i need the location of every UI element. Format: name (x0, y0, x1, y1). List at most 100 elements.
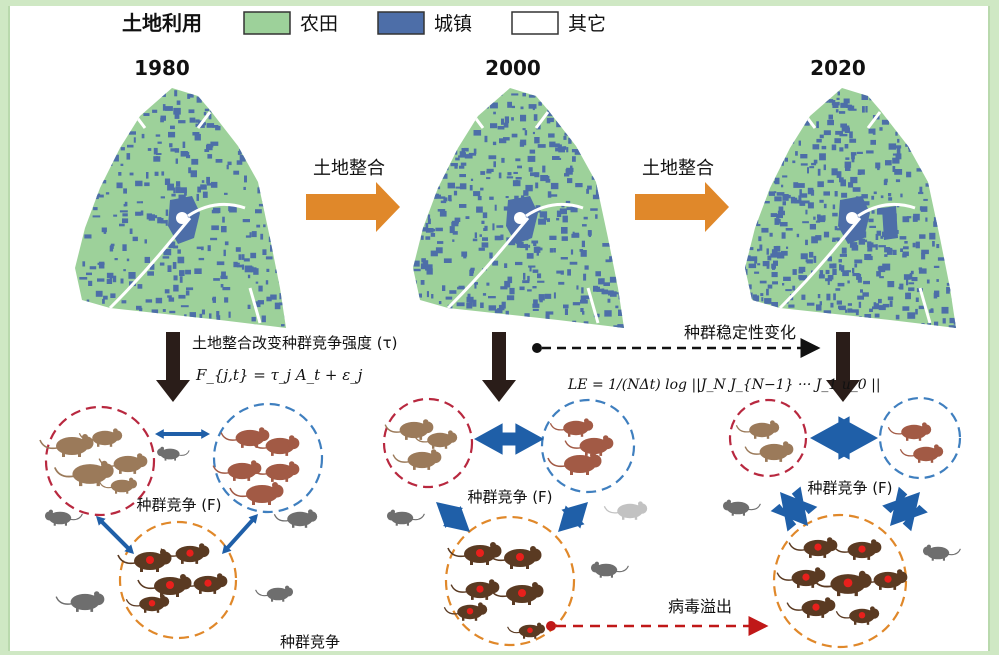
infection-dot (148, 600, 156, 607)
rodent-icon (489, 582, 544, 605)
rodent-icon (549, 418, 594, 437)
legend-swatch-urban (377, 11, 425, 35)
rodent-icon (220, 427, 270, 448)
competition-label-2000: 种群竞争 (F) (467, 488, 552, 506)
species-group-a-circle (728, 398, 808, 478)
land-use-map-2020 (745, 88, 956, 328)
rodent-icon (922, 544, 961, 561)
rodent-icon (835, 606, 880, 625)
interaction-arrow-ac (436, 502, 470, 532)
down-arrow-1980 (156, 332, 190, 402)
infection-dot (884, 575, 892, 583)
infection-dot (814, 543, 822, 551)
rodent-icon (273, 509, 318, 528)
legend-swatch-farmland (243, 11, 291, 35)
species-group-a-circle (44, 405, 156, 517)
stability-label: 种群稳定性变化 (684, 323, 796, 342)
rodent-icon (744, 441, 794, 462)
competition-label-2020: 种群竞争 (F) (807, 479, 892, 497)
competition-network-2020 (722, 396, 962, 649)
lyapunov-formula: LE = 1/(NΔt) log ||J_N J_{N−1} ··· J_1 u… (567, 377, 881, 393)
legend: 土地利用 农田 城镇 其它 (122, 11, 606, 35)
rodent-icon (212, 460, 262, 481)
legend-label-urban: 城镇 (434, 13, 472, 35)
consolidation-label-1: 土地整合 (313, 158, 385, 179)
map-other-patch (846, 212, 858, 224)
interaction-arrow-bc (221, 514, 258, 555)
species-group-c-circle (444, 515, 576, 647)
rodent-icon (788, 537, 838, 558)
rodent-icon (55, 591, 105, 612)
rodent-icon (450, 579, 500, 600)
rodent-icon (722, 499, 761, 516)
infection-dot (186, 549, 194, 557)
rodent-icon (392, 449, 442, 470)
rodent-icon (160, 543, 210, 564)
infection-dot (858, 545, 866, 553)
spillover-label: 病毒溢出 (668, 597, 732, 616)
rodent-icon (603, 501, 648, 520)
spillover-start (546, 621, 556, 631)
species-group-b-circle (540, 398, 636, 494)
rodent-icon (547, 452, 602, 475)
rodent-icon (137, 574, 192, 597)
rodent-icon (384, 419, 434, 440)
rodent-icon (887, 422, 932, 441)
down-arrow-2000 (482, 332, 516, 402)
infection-dot (858, 612, 866, 619)
species-group-b-circle (878, 396, 962, 480)
infection-dot (518, 589, 526, 597)
competition-network-2000 (382, 397, 648, 647)
interaction-arrow-ab (155, 429, 210, 439)
diagram-canvas: 土地利用 农田 城镇 其它 1980 2000 2020 土地整合 土地整合 土… (39, 11, 962, 651)
infection-dot (204, 579, 212, 587)
infection-dot (466, 608, 474, 615)
infection-dot (146, 556, 154, 564)
year-label-1980: 1980 (134, 56, 190, 80)
rodent-icon (157, 446, 190, 461)
rodent-icon (125, 594, 170, 613)
map-other-patch (514, 212, 526, 224)
infection-dot (166, 581, 174, 589)
rodent-icon (776, 567, 826, 588)
consolidation-arrow-2 (635, 182, 729, 232)
species-group-b-circle (212, 402, 324, 514)
rodent-icon (507, 622, 546, 639)
figure-frame: 土地利用 农田 城镇 其它 1980 2000 2020 土地整合 土地整合 土… (8, 6, 990, 651)
competition-label-1980: 种群竞争 (F) (136, 496, 221, 514)
interaction-arrow-ac (96, 516, 134, 554)
down-arrow-2020 (826, 332, 860, 402)
consolidation-label-2: 土地整合 (642, 158, 714, 179)
rodent-icon (250, 461, 300, 482)
infection-dot (516, 553, 524, 561)
rodent-icon (832, 539, 882, 560)
year-label-2000: 2000 (485, 56, 541, 80)
rodent-icon (899, 444, 944, 463)
legend-swatch-other (511, 11, 559, 35)
rodent-icon (413, 430, 458, 449)
rodent-icon (487, 546, 542, 569)
year-label-2020: 2020 (810, 56, 866, 80)
rodent-icon (590, 561, 629, 578)
map-other-patch (176, 212, 188, 224)
consolidation-arrow-1 (306, 182, 400, 232)
rodent-icon (735, 420, 780, 439)
rodent-icon (229, 482, 284, 505)
rodent-icon (386, 509, 425, 526)
rodent-icon (53, 460, 114, 487)
rodent-icon (447, 542, 502, 565)
rodent-icon (44, 509, 83, 526)
infection-dot (843, 578, 853, 588)
rodent-icon (39, 434, 94, 457)
rodent-icon (78, 428, 123, 447)
infection-dot (476, 585, 484, 593)
interaction-arrow-ab (810, 416, 878, 460)
land-use-map-1980 (75, 88, 286, 328)
rodent-icon (564, 435, 614, 456)
competition-formula: F_{j,t} = τ_j A_t + ε_j (195, 366, 363, 384)
interaction-arrow-bc (882, 486, 928, 532)
rodent-icon (858, 569, 908, 590)
interaction-arrow-bc (558, 502, 588, 532)
legend-label-other: 其它 (568, 13, 606, 35)
interaction-arrow-ac (770, 486, 818, 532)
